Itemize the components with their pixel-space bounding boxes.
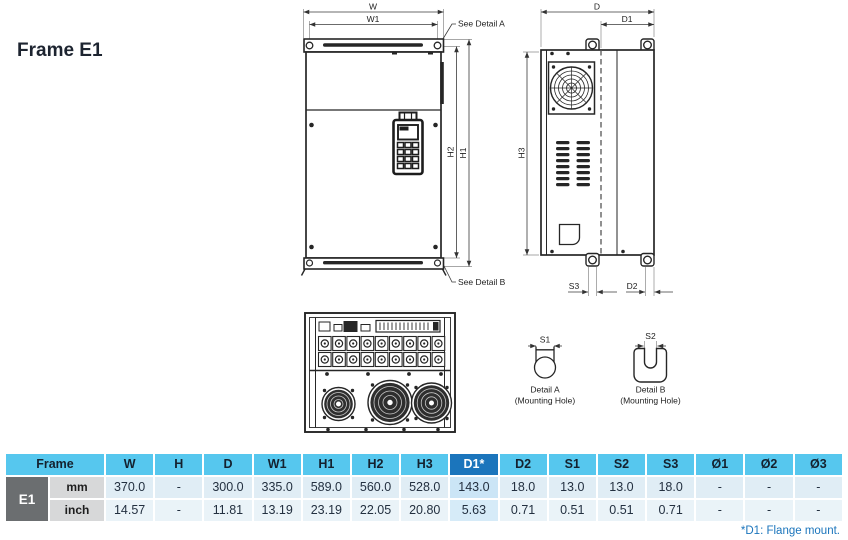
col-header-d: D <box>204 454 252 475</box>
detail-a-title: Detail A <box>530 385 560 395</box>
value-cell: - <box>696 477 744 498</box>
value-cell: 13.19 <box>253 500 301 521</box>
col-header-s2: S2 <box>597 454 646 475</box>
col-header-h: H <box>155 454 203 475</box>
detail-a-mounting-hole <box>533 356 557 379</box>
value-cell: 528.0 <box>401 477 449 498</box>
value-cell: 335.0 <box>253 477 301 498</box>
mounting-hole-bottom-left <box>305 259 314 267</box>
keypad-buttons <box>396 141 420 170</box>
mounting-hole-top-left <box>305 41 314 50</box>
value-cell: 13.0 <box>597 477 646 498</box>
value-cell: 589.0 <box>302 477 350 498</box>
value-cell: 0.71 <box>499 500 547 521</box>
unit-cell-inch: inch <box>50 500 104 521</box>
detail-a-caption: (Mounting Hole) <box>515 396 576 406</box>
dim-label-s1: S1 <box>540 335 551 345</box>
value-cell: 18.0 <box>647 477 695 498</box>
col-header-d2: D2 <box>499 454 547 475</box>
mounting-hole-bottom-right <box>433 259 442 267</box>
mounting-hole-top-right <box>433 41 442 50</box>
col-header-o2: Ø2 <box>745 454 793 475</box>
dim-label-h1: H1 <box>458 147 468 158</box>
table-header-row: Frame W H D W1 H1 H2 H3 D1* D2 S1 S2 S3 … <box>6 454 842 475</box>
dim-label-w: W <box>369 2 377 12</box>
col-header-d1: D1* <box>450 454 498 475</box>
value-cell: 370.0 <box>106 477 154 498</box>
value-cell: 300.0 <box>204 477 252 498</box>
col-header-h2: H2 <box>351 454 400 475</box>
value-cell: 22.05 <box>351 500 400 521</box>
col-header-w: W <box>106 454 154 475</box>
dim-label-d: D <box>594 2 600 12</box>
detail-b: S2 Detail B (Mounting Hole) <box>620 331 681 406</box>
side-view: D D1 H3 S3 D2 <box>517 2 673 296</box>
value-cell: 11.81 <box>204 500 252 521</box>
value-cell: 0.51 <box>548 500 596 521</box>
col-header-s1: S1 <box>548 454 596 475</box>
table-row-inch: inch 14.57 - 11.81 13.19 23.19 22.05 20.… <box>6 500 842 521</box>
table-footnote: *D1: Flange mount. <box>740 525 840 537</box>
value-cell: 0.51 <box>597 500 646 521</box>
dim-label-h2: H2 <box>446 146 456 157</box>
value-cell: - <box>794 500 842 521</box>
detail-b-title: Detail B <box>636 385 666 395</box>
keypad <box>392 111 424 176</box>
see-detail-b-label: See Detail B <box>458 277 506 287</box>
technical-drawings: W W1 H1 H2 See Detail A See Detail B <box>300 2 681 433</box>
value-cell: 0.71 <box>647 500 695 521</box>
col-header-s3: S3 <box>647 454 695 475</box>
detail-a: S1 Detail A (Mounting Hole) <box>515 335 576 406</box>
dim-label-h3: H3 <box>517 147 527 158</box>
value-cell: 23.19 <box>302 500 350 521</box>
page-title: Frame E1 <box>17 40 103 61</box>
dimension-table: Frame W H D W1 H1 H2 H3 D1* D2 S1 S2 S3 … <box>4 452 844 523</box>
dim-label-s2: S2 <box>645 331 656 341</box>
col-header-h1: H1 <box>302 454 350 475</box>
value-cell-d1: 5.63 <box>450 500 498 521</box>
detail-b-caption: (Mounting Hole) <box>620 396 681 406</box>
col-header-h3: H3 <box>401 454 449 475</box>
col-header-w1: W1 <box>253 454 301 475</box>
side-device-outline <box>540 38 655 267</box>
flange-tabs-bottom <box>585 252 655 267</box>
front-device-outline <box>300 38 447 276</box>
value-cell: - <box>696 500 744 521</box>
dim-label-d1: D1 <box>622 14 633 24</box>
value-cell: - <box>794 477 842 498</box>
value-cell: 18.0 <box>499 477 547 498</box>
vent-slots <box>556 141 590 187</box>
frame-label-cell: E1 <box>6 477 48 521</box>
cooling-fan <box>547 61 596 115</box>
value-cell-d1: 143.0 <box>450 477 498 498</box>
col-header-o3: Ø3 <box>794 454 842 475</box>
value-cell: - <box>745 500 793 521</box>
side-cutout <box>558 223 581 246</box>
table-row-mm: E1 mm 370.0 - 300.0 335.0 589.0 560.0 52… <box>6 477 842 521</box>
value-cell: 20.80 <box>401 500 449 521</box>
value-cell: - <box>155 477 203 498</box>
bottom-view <box>304 312 456 433</box>
value-cell: 13.0 <box>548 477 596 498</box>
bottom-fans <box>321 379 453 426</box>
detail-b-mounting-hole <box>633 347 668 383</box>
value-cell: 560.0 <box>351 477 400 498</box>
dim-label-w1: W1 <box>367 14 380 24</box>
dim-label-d2: D2 <box>627 281 638 291</box>
dim-label-s3: S3 <box>569 281 580 291</box>
value-cell: 14.57 <box>106 500 154 521</box>
see-detail-a-label: See Detail A <box>458 19 505 29</box>
col-header-o1: Ø1 <box>696 454 744 475</box>
frame-header: Frame <box>6 454 104 475</box>
flange-tabs-top <box>585 38 655 53</box>
value-cell: - <box>745 477 793 498</box>
control-components <box>318 319 441 333</box>
front-view: W W1 H1 H2 See Detail A See Detail B <box>300 2 506 287</box>
unit-cell-mm: mm <box>50 477 104 498</box>
value-cell: - <box>155 500 203 521</box>
